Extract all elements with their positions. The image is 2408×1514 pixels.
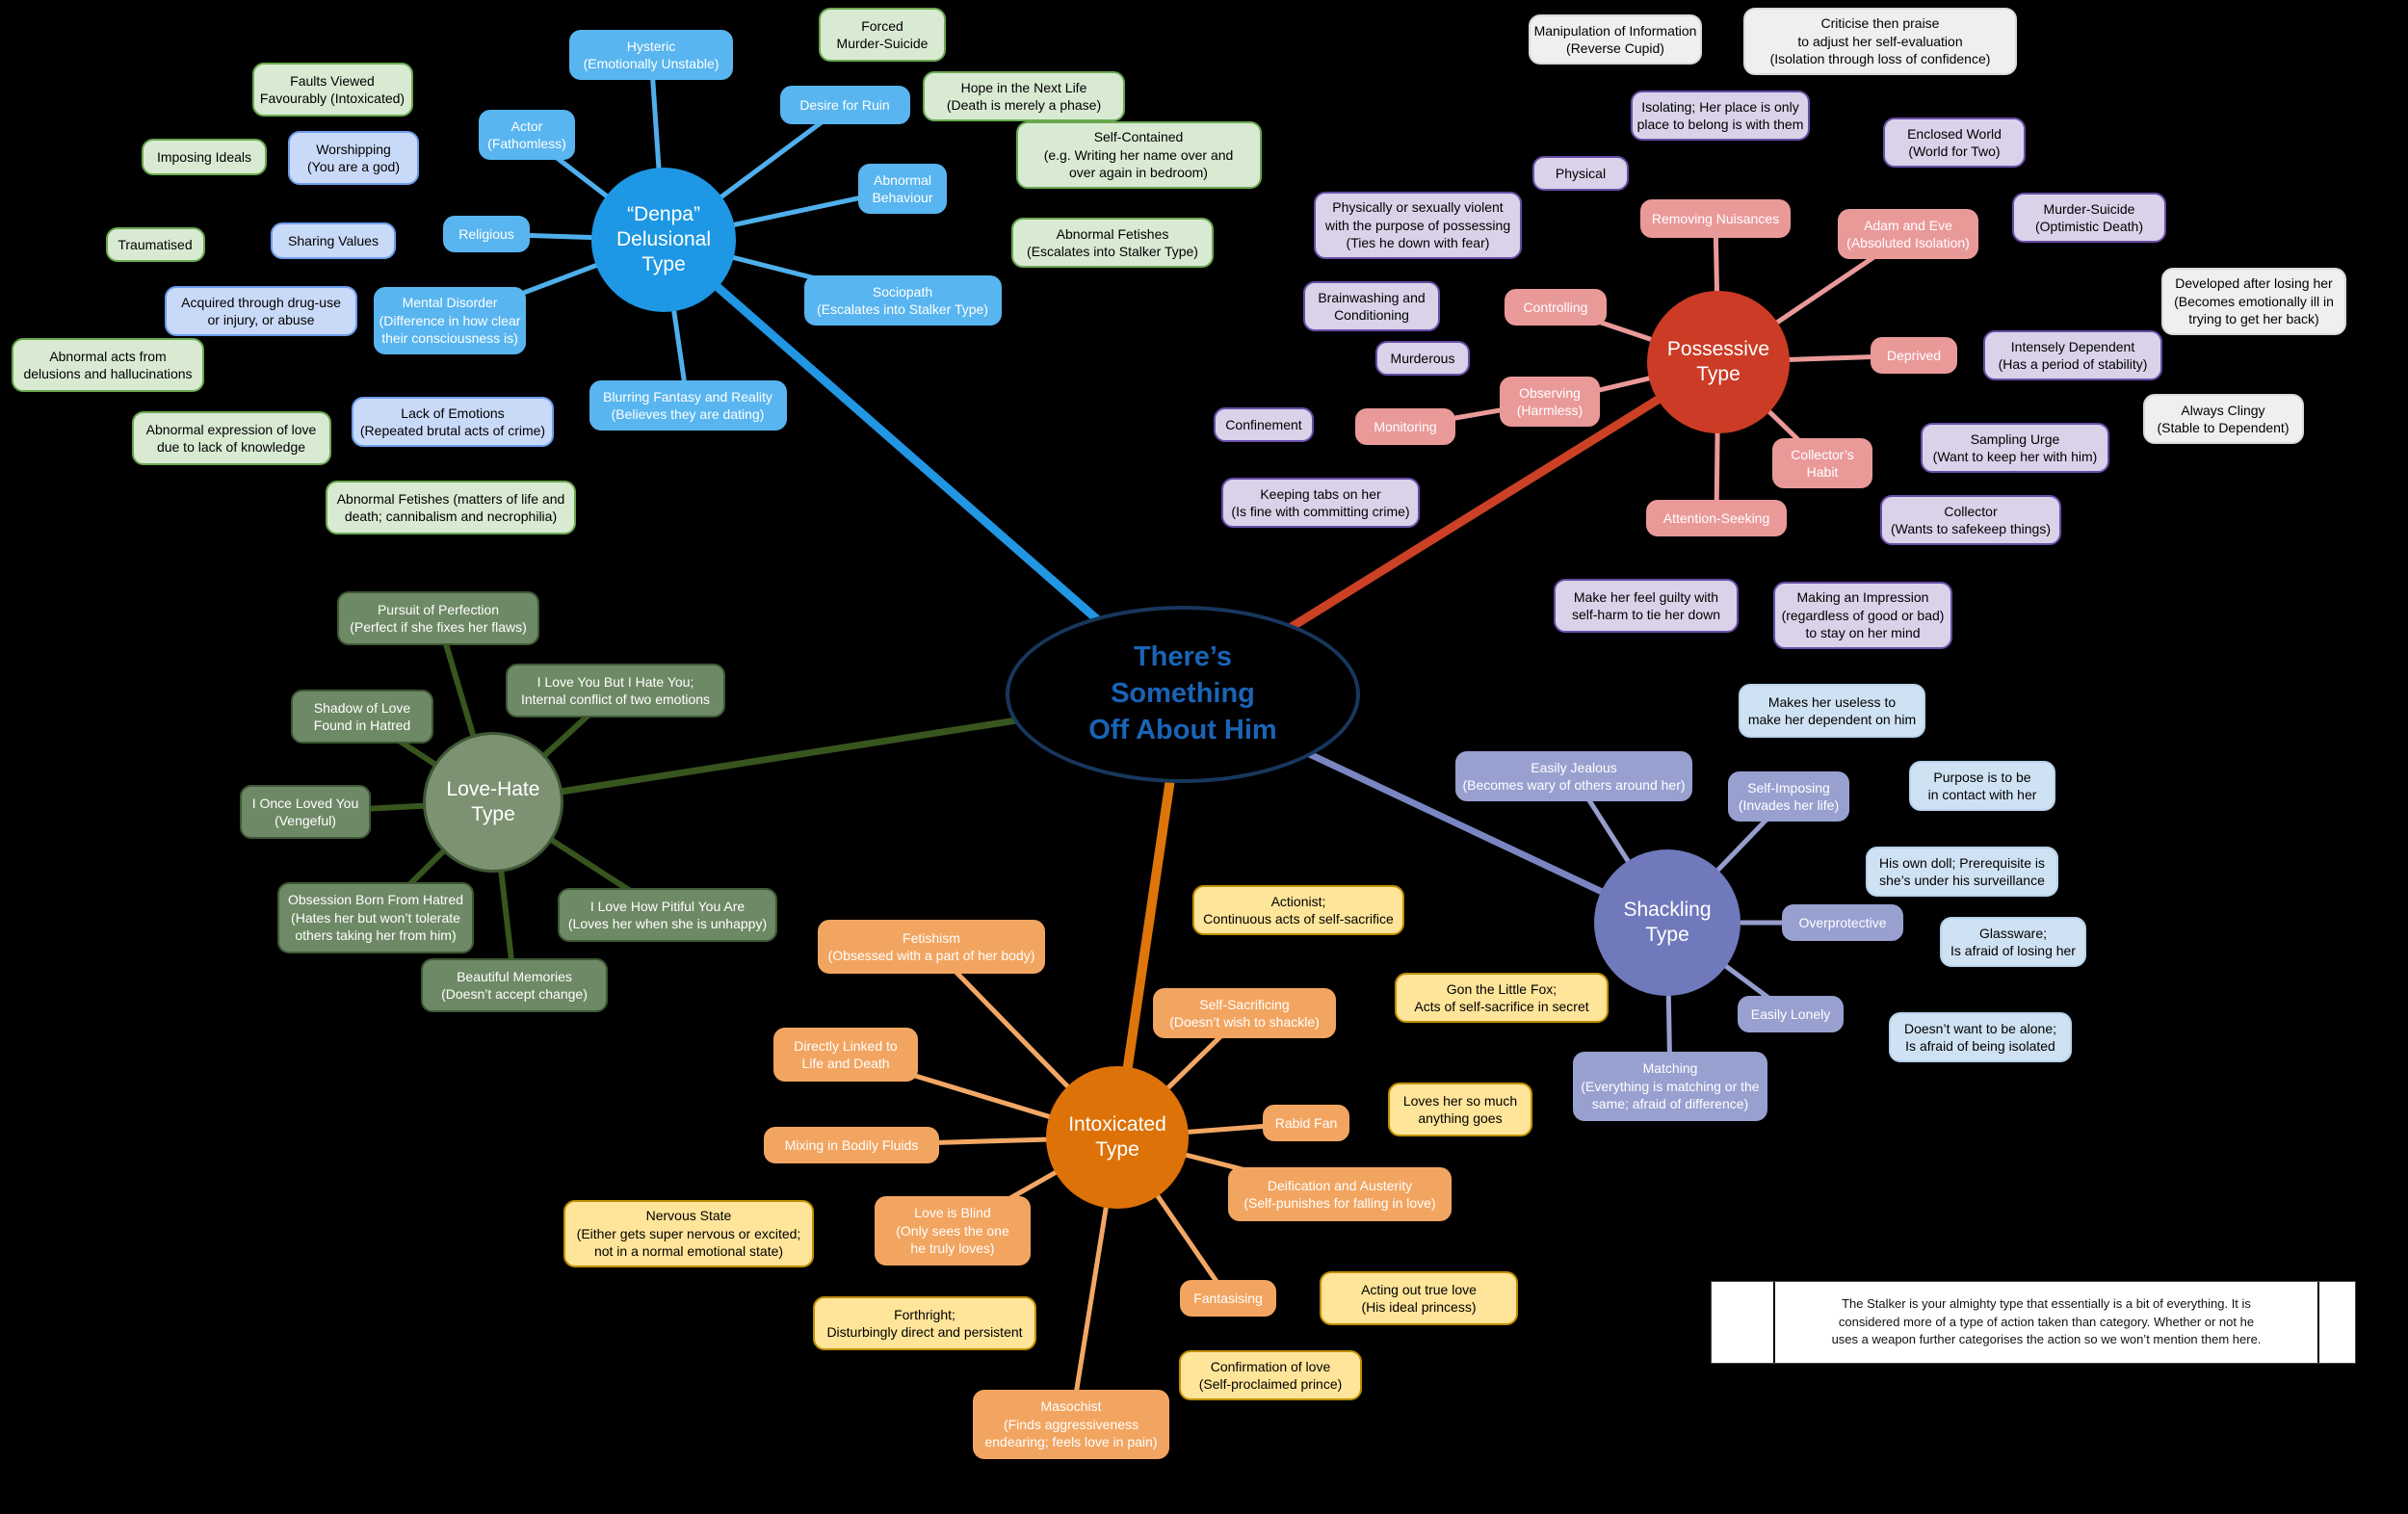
node-gon-fox: Gon the Little Fox; Acts of self-sacrifi… <box>1395 973 1609 1023</box>
node-traumatised: Traumatised <box>105 227 205 262</box>
node-once-loved: I Once Loved You (Vengeful) <box>240 785 371 839</box>
node-forthright: Forthright; Disturbingly direct and pers… <box>813 1296 1036 1350</box>
node-anything-goes: Loves her so much anything goes <box>1388 1083 1532 1136</box>
node-fetishism: Fetishism (Obsessed with a part of her b… <box>818 920 1045 974</box>
node-sharing-values: Sharing Values <box>271 222 396 259</box>
node-shadow-love: Shadow of Love Found in Hatred <box>291 690 433 744</box>
node-deprived: Deprived <box>1871 337 1957 374</box>
node-pitiful: I Love How Pitiful You Are (Loves her wh… <box>558 888 777 942</box>
node-deification: Deification and Austerity (Self-punishes… <box>1228 1167 1452 1221</box>
node-blurring: Blurring Fantasy and Reality (Believes t… <box>589 380 787 431</box>
node-making-impression: Making an Impression (regardless of good… <box>1773 582 1952 649</box>
node-adam-eve: Adam and Eve (Absoluted Isolation) <box>1838 209 1978 259</box>
note-divider-left <box>1773 1282 1775 1363</box>
cluster-lovehate: Love-Hate Type <box>423 732 563 873</box>
cluster-shackling: Shackling Type <box>1594 849 1741 996</box>
node-self-imposing: Self-Imposing (Invades her life) <box>1728 771 1849 822</box>
node-brainwashing: Brainwashing and Conditioning <box>1303 281 1440 331</box>
node-confinement: Confinement <box>1214 407 1314 442</box>
node-collectors-habit: Collector’s Habit <box>1772 438 1872 488</box>
node-forced-ms: Forced Murder-Suicide <box>819 8 946 62</box>
node-easily-lonely: Easily Lonely <box>1738 996 1844 1032</box>
node-keeping-tabs: Keeping tabs on her (Is fine with commit… <box>1221 478 1420 528</box>
node-nervous-state: Nervous State (Either gets super nervous… <box>563 1200 814 1267</box>
node-actionist: Actionist; Continuous acts of self-sacri… <box>1192 885 1404 935</box>
node-self-sacrificing: Self-Sacrificing (Doesn’t wish to shackl… <box>1153 988 1336 1038</box>
node-beautiful-memories: Beautiful Memories (Doesn’t accept chang… <box>421 958 608 1012</box>
node-bodily-fluids: Mixing in Bodily Fluids <box>764 1127 939 1163</box>
node-directly-linked: Directly Linked to Life and Death <box>773 1028 918 1082</box>
node-not-alone: Doesn’t want to be alone; Is afraid of b… <box>1889 1012 2072 1062</box>
stalker-note-text: The Stalker is your almighty type that e… <box>1831 1295 2262 1347</box>
stalker-note: The Stalker is your almighty type that e… <box>1711 1281 2356 1364</box>
cluster-denpa: “Denpa” Delusional Type <box>591 168 736 312</box>
node-observing: Observing (Harmless) <box>1500 377 1600 427</box>
node-love-blind: Love is Blind (Only sees the one he trul… <box>875 1196 1031 1266</box>
cluster-possessive: Possessive Type <box>1647 291 1790 433</box>
node-overprotective: Overprotective <box>1782 904 1903 941</box>
node-sampling-urge: Sampling Urge (Want to keep her with him… <box>1921 423 2109 473</box>
node-criticise-praise: Criticise then praise to adjust her self… <box>1743 8 2017 75</box>
node-violent: Physically or sexually violent with the … <box>1314 192 1522 259</box>
node-useless: Makes her useless to make her dependent … <box>1739 684 1925 738</box>
node-worshipping: Worshipping (You are a god) <box>288 131 419 185</box>
node-removing-nuisances: Removing Nuisances <box>1640 199 1791 238</box>
node-love-hate-conflict: I Love You But I Hate You; Internal conf… <box>506 664 725 718</box>
node-acquired: Acquired through drug-use or injury, or … <box>165 286 357 336</box>
node-murderous: Murderous <box>1375 341 1470 376</box>
node-manipulation: Manipulation of Information (Reverse Cup… <box>1529 14 1702 65</box>
node-confirmation-love: Confirmation of love (Self-proclaimed pr… <box>1179 1350 1362 1400</box>
node-imposing-ideals: Imposing Ideals <box>142 139 267 175</box>
node-sociopath: Sociopath (Escalates into Stalker Type) <box>803 275 1002 326</box>
node-always-clingy: Always Clingy (Stable to Dependent) <box>2142 394 2304 444</box>
node-intensely-dependent: Intensely Dependent (Has a period of sta… <box>1983 330 2162 380</box>
node-monitoring: Monitoring <box>1355 408 1455 445</box>
node-lack-emotions: Lack of Emotions (Repeated brutal acts o… <box>352 397 554 447</box>
node-desire-ruin: Desire for Ruin <box>779 86 910 124</box>
center-topic: There’s Something Off About Him <box>1006 606 1360 783</box>
node-attention-seeking: Attention-Seeking <box>1646 500 1787 536</box>
node-abnormal-fetishes-stalker: Abnormal Fetishes (Escalates into Stalke… <box>1011 218 1214 268</box>
node-enclosed-world: Enclosed World (World for Two) <box>1883 117 2026 168</box>
node-abnormal-expression: Abnormal expression of love due to lack … <box>131 411 331 465</box>
node-hysteric: Hysteric (Emotionally Unstable) <box>569 30 733 80</box>
cluster-intoxicated: Intoxicated Type <box>1046 1066 1189 1209</box>
node-murder-suicide-optimistic: Murder-Suicide (Optimistic Death) <box>2012 193 2166 243</box>
node-controlling: Controlling <box>1505 289 1607 326</box>
node-matching: Matching (Everything is matching or the … <box>1573 1052 1767 1121</box>
node-guilty-selfharm: Make her feel guilty with self-harm to t… <box>1554 579 1739 633</box>
node-own-doll: His own doll; Prerequisite is she’s unde… <box>1866 847 2058 897</box>
node-developed-losing: Developed after losing her (Becomes emot… <box>2161 268 2346 335</box>
node-masochist: Masochist (Finds aggressiveness endearin… <box>973 1390 1169 1459</box>
node-rabid-fan: Rabid Fan <box>1263 1105 1349 1141</box>
node-actor: Actor (Fathomless) <box>479 110 575 160</box>
node-abnormal-behaviour: Abnormal Behaviour <box>858 164 947 214</box>
node-isolating: Isolating; Her place is only place to be… <box>1631 91 1810 141</box>
node-fantasising: Fantasising <box>1180 1280 1276 1317</box>
node-faults-viewed: Faults Viewed Favourably (Intoxicated) <box>251 63 413 117</box>
node-hope-next-life: Hope in the Next Life (Death is merely a… <box>923 71 1125 121</box>
node-abnormal-fetishes-life: Abnormal Fetishes (matters of life and d… <box>326 481 576 535</box>
node-collector: Collector (Wants to safekeep things) <box>1880 495 2061 545</box>
node-physical: Physical <box>1532 156 1629 191</box>
node-glassware: Glassware; Is afraid of losing her <box>1940 917 2086 967</box>
node-mental-disorder: Mental Disorder (Difference in how clear… <box>374 287 526 354</box>
node-obsession-hatred: Obsession Born From Hatred (Hates her bu… <box>277 882 474 953</box>
node-self-contained: Self-Contained (e.g. Writing her name ov… <box>1015 121 1262 189</box>
node-acting-true-love: Acting out true love (His ideal princess… <box>1320 1271 1518 1325</box>
node-easily-jealous: Easily Jealous (Becomes wary of others a… <box>1455 751 1692 801</box>
node-purpose-contact: Purpose is to be in contact with her <box>1909 761 2055 811</box>
node-abnormal-acts: Abnormal acts from delusions and halluci… <box>12 338 204 392</box>
node-pursuit-perfection: Pursuit of Perfection (Perfect if she fi… <box>337 591 539 645</box>
node-religious: Religious <box>443 216 530 252</box>
note-divider-right <box>2317 1282 2319 1363</box>
